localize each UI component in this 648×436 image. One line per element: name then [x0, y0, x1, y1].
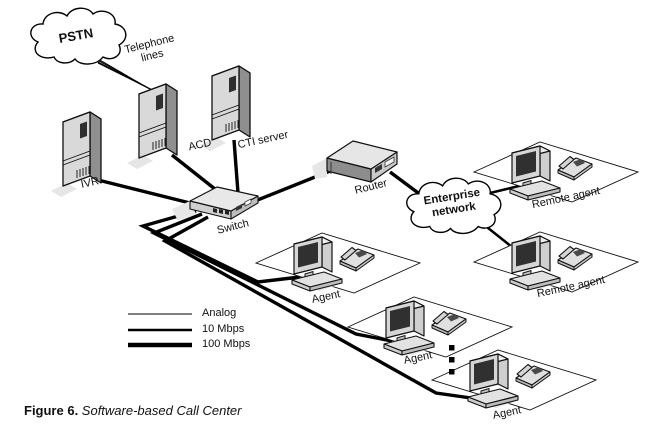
agent-3-workstation [431, 349, 597, 411]
legend-line-samples [128, 313, 192, 348]
switch-icon [172, 186, 259, 221]
connection-lines-100mbps [97, 139, 479, 401]
figure-caption: Figure 6. Software-based Call Center [24, 403, 242, 418]
agent-2-workstation [347, 296, 513, 358]
figure-caption-number: Figure 6. [24, 403, 79, 418]
figure-caption-title: Software-based Call Center [78, 403, 242, 418]
router-icon [312, 140, 398, 183]
acd-server-icon [126, 83, 178, 170]
legend-100mbps-label: 100 Mbps [202, 338, 251, 350]
agent-1-workstation [255, 232, 421, 294]
more-agents-ellipsis [449, 345, 455, 375]
legend-10mbps-label: 10 Mbps [202, 323, 245, 335]
legend-analog-label: Analog [202, 307, 237, 319]
